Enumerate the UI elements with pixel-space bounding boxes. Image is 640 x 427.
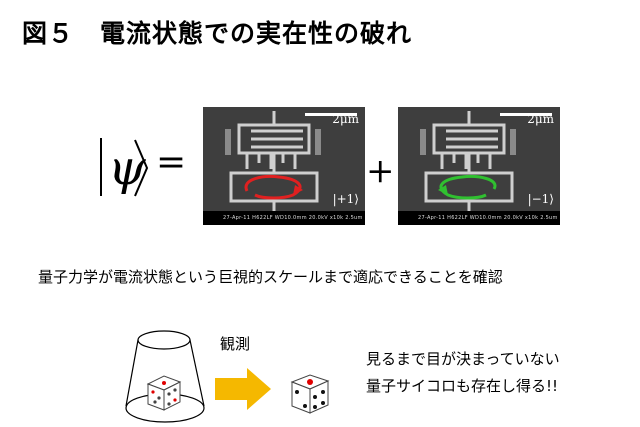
note-line: 見るまで目が決まっていない: [366, 350, 560, 368]
hidden-die: [146, 375, 182, 411]
current-arrowhead: [293, 185, 303, 195]
page-title: 図５ 電流状態での実在性の破れ: [22, 19, 413, 48]
transition-arrow: [215, 368, 271, 410]
sem-image-plus: 2μm |+1⟩ 27-Apr-11 H622LF WD10.0mm 20.0k…: [203, 107, 365, 225]
note-text: 見るまで目が決まっていない 量子サイコロも存在し得る!!: [366, 346, 560, 400]
sem-footer: 27-Apr-11 H622LF WD10.0mm 20.0kV x10k 2.…: [203, 211, 365, 225]
ket-left-bar: [100, 138, 102, 196]
scale-label: 2μm: [527, 112, 554, 126]
cup-with-die-illustration: [125, 330, 205, 423]
observed-die: [290, 374, 330, 414]
current-arrow-cw: [244, 175, 302, 200]
scale-bar: [305, 113, 357, 116]
ket-right-angle: [134, 139, 149, 197]
die-red-dot: [307, 379, 313, 385]
state-label: |+1⟩: [332, 192, 359, 206]
circuit-drawing: [225, 111, 357, 217]
sem-image-minus: 2μm |−1⟩ 27-Apr-11 H622LF WD10.0mm 20.0k…: [398, 107, 560, 225]
scale-label: 2μm: [332, 112, 359, 126]
plus-sign: +: [366, 151, 395, 191]
equals-sign: =: [156, 142, 187, 183]
current-arrow-ccw: [439, 175, 497, 200]
description-text: 量子力学が電流状態という巨視的スケールまで適応できることを確認: [38, 268, 503, 286]
current-arrowhead: [438, 185, 448, 195]
sem-footer: 27-Apr-11 H622LF WD10.0mm 20.0kV x10k 2.…: [398, 211, 560, 225]
state-label: |−1⟩: [527, 192, 554, 206]
note-line: 量子サイコロも存在し得る!!: [366, 377, 559, 395]
scale-bar: [500, 113, 552, 116]
circuit-drawing: [420, 111, 552, 217]
observation-label: 観測: [220, 335, 251, 353]
